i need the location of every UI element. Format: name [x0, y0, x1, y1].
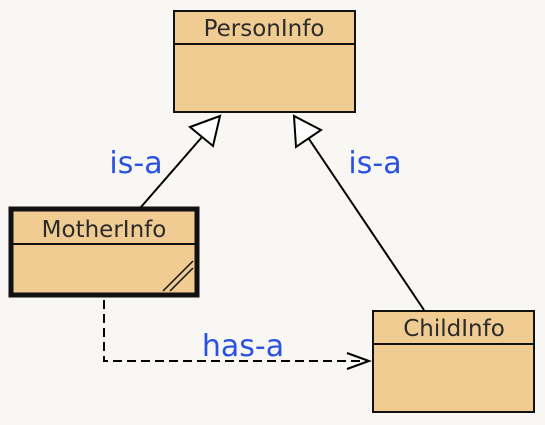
relation-child-is-a-person[interactable] — [292, 114, 425, 311]
class-box-body — [372, 310, 535, 413]
hollow-triangle-arrowhead — [292, 114, 323, 149]
class-name: ChildInfo — [403, 316, 505, 342]
class-name: PersonInfo — [204, 16, 325, 42]
class-box-child-info[interactable]: ChildInfo — [372, 310, 535, 413]
relation-label-mother-is-a: is-a — [109, 146, 162, 181]
class-box-body — [173, 10, 356, 113]
relation-label-child-is-a: is-a — [348, 146, 401, 181]
hollow-triangle-arrowhead — [188, 114, 222, 148]
open-arrowhead — [346, 352, 372, 370]
relation-label-has-a: has-a — [202, 329, 284, 364]
resize-handle-icon[interactable] — [162, 260, 194, 292]
class-name: MotherInfo — [42, 217, 167, 243]
class-box-mother-info[interactable]: MotherInfo — [8, 206, 200, 298]
class-box-person-info[interactable]: PersonInfo — [173, 10, 356, 113]
generalization-line — [308, 138, 425, 311]
generalization-line — [140, 136, 203, 208]
relation-mother-is-a-person[interactable] — [140, 114, 222, 208]
dependency-line — [103, 300, 368, 362]
class-box-body — [8, 206, 200, 298]
relation-mother-has-child[interactable] — [103, 300, 372, 370]
